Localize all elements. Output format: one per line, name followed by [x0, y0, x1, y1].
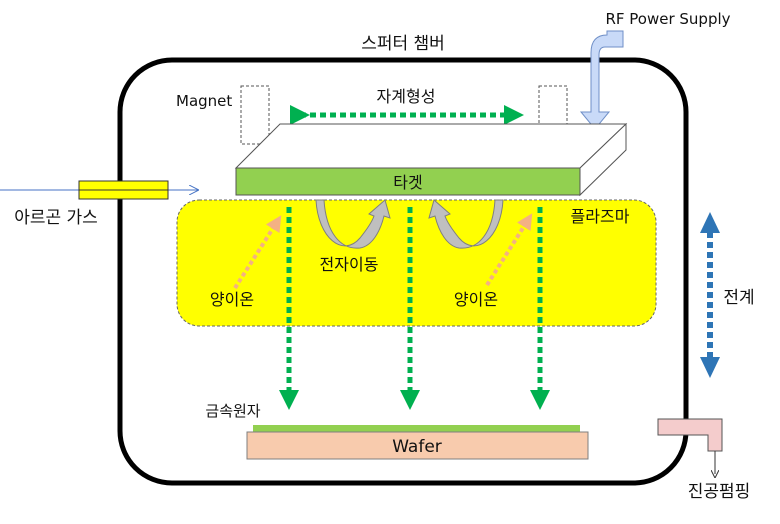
- chamber-wall: [117, 57, 689, 486]
- ion-label-left: 양이온: [210, 290, 254, 309]
- magnetic-field-label: 자계형성: [377, 87, 436, 106]
- target-top-face: [234, 123, 628, 169]
- wafer: [246, 431, 589, 460]
- ion-label-right: 양이온: [454, 290, 498, 309]
- chamber-title: 스퍼터 챔버: [361, 34, 445, 54]
- electric-field-label: 전계: [723, 288, 754, 308]
- plasma-label: 플라즈마: [571, 207, 630, 226]
- electron-label: 전자이동: [320, 255, 379, 274]
- target-plate: [235, 167, 581, 196]
- rf-arrow-icon: [579, 30, 624, 130]
- electric-field-arrow-up-icon: [700, 212, 720, 233]
- metal-atom-label: 금속원자: [205, 402, 260, 420]
- electric-field-arrow-down-icon: [700, 357, 720, 378]
- ion-arrow-right: [485, 213, 533, 287]
- wafer-label: Wafer: [392, 437, 442, 457]
- electron-arrow-right-icon: [428, 199, 504, 249]
- magnet-left: [240, 85, 270, 145]
- rf-power-label: RF Power Supply: [605, 10, 730, 28]
- target-label: 타겟: [393, 173, 422, 192]
- gas-label: 아르곤 가스: [14, 208, 98, 228]
- electron-arrow-left-icon: [315, 199, 391, 249]
- pump-pipe: [657, 418, 723, 452]
- plasma-region: [176, 199, 657, 327]
- deposited-film: [253, 425, 580, 432]
- ion-arrow-left: [233, 215, 282, 290]
- magnet-label: Magnet: [176, 92, 232, 110]
- pump-label: 진공펌핑: [688, 482, 751, 502]
